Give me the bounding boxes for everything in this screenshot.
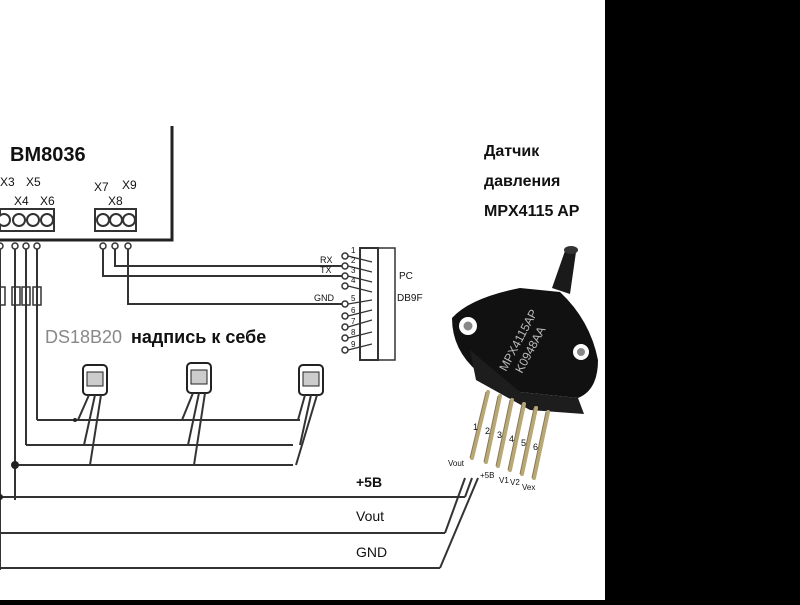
ds18b20-sensor-3 xyxy=(295,364,324,466)
db9-pin-7: 7 xyxy=(351,317,356,326)
junction-dots xyxy=(0,418,77,500)
db9-pin-3: 3 xyxy=(351,266,356,275)
schematic-panel: BM8036 X3 X4 X5 X6 X7 X8 X9 xyxy=(0,0,605,600)
mpx-pin-2: 2 xyxy=(485,426,490,436)
wires xyxy=(0,249,479,570)
mpx4115-sensor-image: MPX4115AP K0948AA xyxy=(452,246,598,480)
terminal-label-x7: X7 xyxy=(94,180,109,194)
mpx-pin-label-v1: V1 xyxy=(499,476,509,485)
terminal-label-x8: X8 xyxy=(108,194,123,208)
sensor-title-line3: MPX4115 AP xyxy=(484,203,580,220)
mpx-pin-1: 1 xyxy=(473,422,478,432)
terminal-label-x6: X6 xyxy=(40,194,55,208)
db9-pin-9: 9 xyxy=(351,340,356,349)
connector-label-db9f: DB9F xyxy=(397,293,423,304)
terminal-block-left xyxy=(0,208,55,232)
ds18b20-sensor-1 xyxy=(77,364,108,466)
terminal-label-x9: X9 xyxy=(122,178,137,192)
db9-pin-6: 6 xyxy=(351,306,356,315)
ds18b20-label: DS18B20 xyxy=(45,327,122,347)
db9-pin-2: 2 xyxy=(351,256,356,265)
wiring-diagram: BM8036 X3 X4 X5 X6 X7 X8 X9 xyxy=(0,126,598,570)
mpx-pin-label-v2: V2 xyxy=(510,478,520,487)
sensor-title-line2: давления xyxy=(484,173,560,190)
db9-pin-1: 1 xyxy=(351,246,356,255)
terminal-label-x5: X5 xyxy=(26,175,41,189)
sensor-title-line1: Датчик xyxy=(484,143,540,160)
db9-pin-8: 8 xyxy=(351,328,356,337)
terminal-label-x3: X3 xyxy=(0,175,15,189)
module-pin-dots xyxy=(0,242,132,250)
bus-label-plus5: +5В xyxy=(356,474,382,490)
bus-label-vout: Vout xyxy=(356,508,384,524)
signal-rx-label: RX xyxy=(320,255,333,265)
mpx-pin-label-plus5: +5В xyxy=(480,471,494,480)
mpx-pin-3: 3 xyxy=(497,430,502,440)
terminal-label-x4: X4 xyxy=(14,194,29,208)
orientation-note: надпись к себе xyxy=(131,327,266,347)
ds18b20-sensor-2 xyxy=(181,362,212,466)
mpx-pin-5: 5 xyxy=(521,438,526,448)
connector-label-pc: PC xyxy=(399,271,413,282)
module-outline xyxy=(0,126,174,242)
signal-gnd-label: GND xyxy=(314,293,335,303)
module-name: BM8036 xyxy=(10,144,86,166)
mpx-pin-label-vex: Vex xyxy=(522,483,535,492)
db9-pin-4: 4 xyxy=(351,276,356,285)
bus-label-gnd: GND xyxy=(356,544,387,560)
mpx-pin-6: 6 xyxy=(533,442,538,452)
terminal-block-right xyxy=(94,208,137,232)
mpx-pin-label-vout: Vout xyxy=(448,459,465,468)
resistor-group xyxy=(0,286,42,306)
right-black-area xyxy=(605,0,800,600)
db9-pin-5: 5 xyxy=(351,294,356,303)
db9-connector xyxy=(341,247,396,361)
mpx-pin-4: 4 xyxy=(509,434,514,444)
signal-tx-label: TX xyxy=(320,265,332,275)
